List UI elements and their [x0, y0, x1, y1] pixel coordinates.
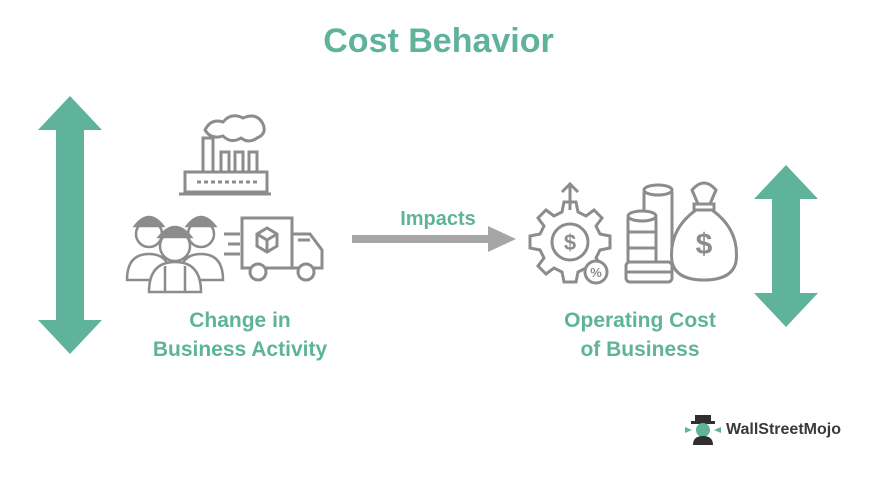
workers-icon — [125, 215, 225, 294]
business-activity-line2: Business Activity — [152, 338, 328, 361]
business-activity-label: Change in Business Activity — [120, 306, 360, 364]
svg-text:%: % — [590, 265, 602, 280]
operating-cost-line1: Operating Cost — [564, 309, 716, 332]
impacts-label: Impacts — [400, 208, 476, 230]
coins-icon — [624, 183, 674, 284]
impacts-arrow-icon — [352, 226, 516, 252]
svg-text:$: $ — [564, 230, 576, 255]
page-title: Cost Behavior — [323, 22, 554, 60]
operating-cost-line2: of Business — [580, 338, 700, 361]
delivery-truck-icon — [224, 216, 324, 282]
factory-icon — [179, 114, 271, 196]
money-bag-icon: $ — [670, 181, 738, 282]
operating-cost-label: Operating Cost of Business — [520, 306, 760, 364]
right-double-arrow-icon — [754, 165, 818, 327]
brand-logo: WallStreetMojo — [684, 415, 841, 445]
mascot-icon — [685, 415, 721, 445]
brand-name: WallStreetMojo — [726, 421, 841, 438]
gear-dollar-icon: $ % — [528, 181, 612, 285]
left-double-arrow-icon — [38, 96, 102, 354]
svg-text:$: $ — [696, 228, 713, 261]
business-activity-line1: Change in — [189, 309, 291, 332]
